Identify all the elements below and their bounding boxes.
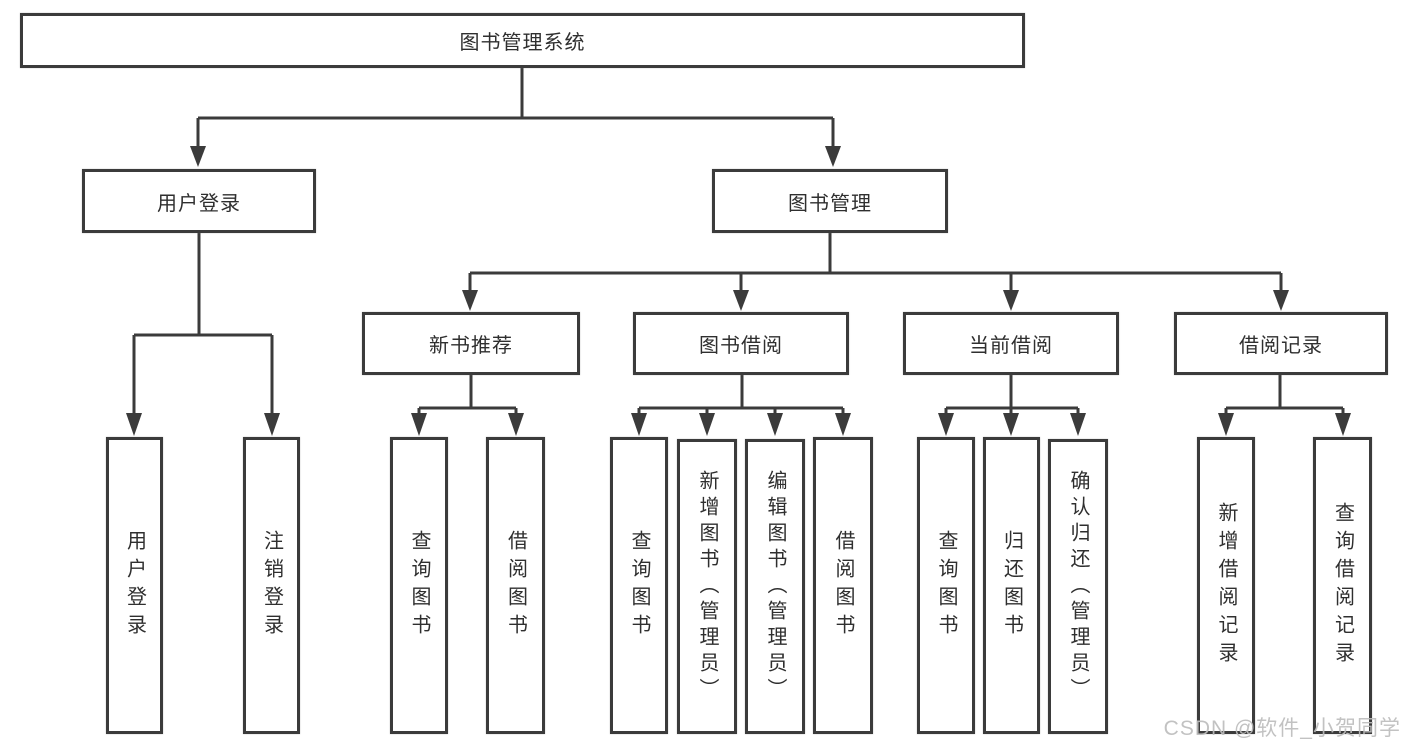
node-label: 当前借阅 bbox=[969, 335, 1053, 357]
node-user-login: 用户登录 bbox=[82, 169, 316, 233]
node-borrowing-records: 借阅记录 bbox=[1174, 312, 1388, 375]
leaf-add-books-admin: 新增图书（管理员） bbox=[677, 439, 737, 734]
leaf-label: 归还图书 bbox=[1000, 529, 1023, 642]
node-book-management: 图书管理 bbox=[712, 169, 948, 233]
leaf-confirm-return-admin: 确认归还（管理员） bbox=[1048, 439, 1108, 734]
leaf-query-books-borrowing: 查询图书 bbox=[610, 437, 668, 734]
leaf-return-books: 归还图书 bbox=[983, 437, 1040, 734]
leaf-label: 查询图书 bbox=[408, 529, 430, 642]
leaf-label: 注销登录 bbox=[260, 529, 283, 642]
leaf-borrow-books-borrowing: 借阅图书 bbox=[813, 437, 873, 734]
node-label: 借阅记录 bbox=[1239, 335, 1323, 357]
leaf-label: 新增图书（管理员） bbox=[696, 469, 718, 704]
leaf-query-books-recommend: 查询图书 bbox=[390, 437, 448, 734]
leaf-label: 查询借阅记录 bbox=[1331, 501, 1354, 670]
leaf-borrow-books-recommend: 借阅图书 bbox=[486, 437, 545, 734]
leaf-label: 新增借阅记录 bbox=[1215, 501, 1237, 670]
node-label: 图书管理系统 bbox=[459, 32, 586, 54]
leaf-edit-books-admin: 编辑图书（管理员） bbox=[745, 439, 805, 734]
leaf-query-books-current: 查询图书 bbox=[917, 437, 975, 734]
leaf-label: 借阅图书 bbox=[504, 529, 527, 642]
leaf-label: 查询图书 bbox=[935, 529, 957, 642]
leaf-label: 用户登录 bbox=[123, 529, 146, 642]
node-book-borrowing: 图书借阅 bbox=[633, 312, 849, 375]
node-current-borrowing: 当前借阅 bbox=[903, 312, 1119, 375]
node-label: 图书借阅 bbox=[699, 335, 783, 357]
leaf-label: 查询图书 bbox=[628, 529, 650, 642]
leaf-add-borrow-record: 新增借阅记录 bbox=[1197, 437, 1255, 734]
node-label: 新书推荐 bbox=[429, 335, 513, 357]
leaf-label: 借阅图书 bbox=[832, 529, 854, 642]
leaf-query-borrow-record: 查询借阅记录 bbox=[1313, 437, 1372, 734]
node-new-book-recommend: 新书推荐 bbox=[362, 312, 580, 375]
node-book-management-system: 图书管理系统 bbox=[20, 13, 1025, 68]
node-label: 图书管理 bbox=[788, 192, 872, 215]
leaf-label: 编辑图书（管理员） bbox=[764, 469, 786, 704]
node-label: 用户登录 bbox=[157, 192, 241, 215]
leaf-logout: 注销登录 bbox=[243, 437, 300, 734]
leaf-user-login: 用户登录 bbox=[106, 437, 163, 734]
csdn-watermark: CSDN @软件_小贺同学 bbox=[1163, 717, 1401, 740]
leaf-label: 确认归还（管理员） bbox=[1067, 469, 1089, 704]
